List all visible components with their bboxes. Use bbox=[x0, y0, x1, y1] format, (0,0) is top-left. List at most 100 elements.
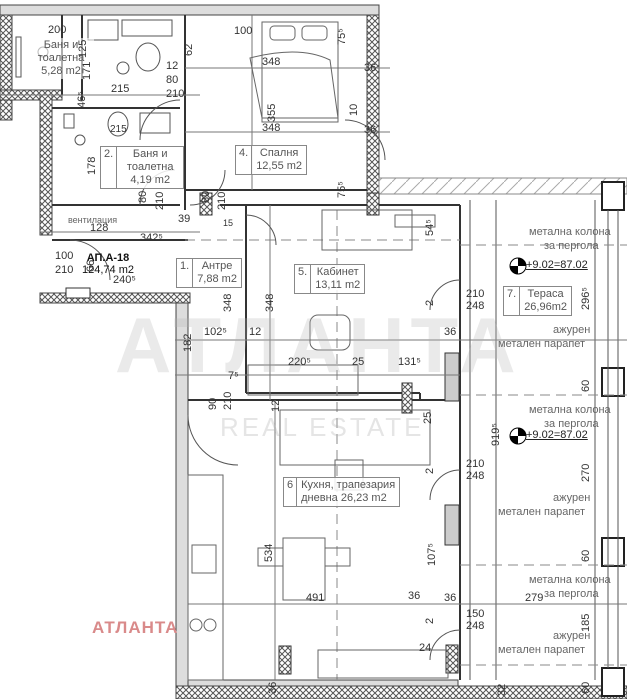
dim-label: 296⁵ bbox=[580, 287, 592, 310]
dim-label: 210 bbox=[466, 288, 485, 300]
dim-label: 210 bbox=[166, 88, 185, 100]
dim-label: 32 bbox=[496, 683, 508, 696]
dim-label: 248 bbox=[466, 470, 485, 482]
dim-label: 12 bbox=[166, 60, 179, 72]
note-metal-column-3: метална колона bbox=[529, 574, 611, 586]
dim-label: 102⁵ bbox=[204, 326, 227, 338]
note-parapet-metal-3: метален парапет bbox=[498, 644, 586, 656]
dim-label: 46⁵ bbox=[76, 91, 88, 108]
dim-label: 150 bbox=[466, 608, 485, 620]
dim-label: 270 bbox=[580, 463, 592, 482]
level-label-1: +9.02=87.02 bbox=[526, 259, 588, 271]
dim-label: 171 bbox=[81, 61, 93, 80]
dim-label: 248 bbox=[466, 300, 485, 312]
note-pergola-3: за пергола bbox=[544, 588, 599, 600]
note-parapet-3: ажурен bbox=[553, 630, 591, 642]
dim-label: 178 bbox=[86, 156, 98, 175]
dim-label: 36 bbox=[444, 592, 457, 604]
dim-label: 10 bbox=[348, 103, 360, 116]
dim-label: 66 bbox=[85, 259, 97, 272]
dim-label: 185 bbox=[580, 613, 592, 632]
dim-label: 125 bbox=[77, 39, 89, 58]
exterior-walls bbox=[0, 4, 627, 699]
note-metal-column-2: метална колона bbox=[529, 404, 611, 416]
dim-label: 348 bbox=[262, 56, 281, 68]
bed-furniture bbox=[249, 21, 339, 123]
dim-label: 491 bbox=[306, 592, 325, 604]
dim-label: 36 bbox=[408, 590, 421, 602]
dim-label: 25 bbox=[352, 356, 365, 368]
note-pergola-2: за пергола bbox=[544, 418, 599, 430]
dim-label: 182 bbox=[182, 333, 194, 352]
dim-label: 36 bbox=[364, 124, 377, 136]
dim-label: 279 bbox=[525, 592, 544, 604]
dim-label: 210 bbox=[466, 458, 485, 470]
dim-label: 36 bbox=[364, 62, 377, 74]
dim-label: 12 bbox=[249, 326, 262, 338]
dim-label: 215 bbox=[111, 83, 130, 95]
dim-label: 36 bbox=[267, 681, 279, 694]
dim-label: 100 bbox=[234, 25, 253, 37]
living-furniture bbox=[187, 409, 449, 681]
dim-label: 210 bbox=[222, 391, 234, 410]
dim-label: 534 bbox=[263, 543, 275, 562]
brand-logo: АТЛАНТА bbox=[92, 618, 179, 637]
dim-label: 128 bbox=[90, 222, 109, 234]
note-ventilation: вентилация bbox=[68, 215, 118, 225]
dim-label: 100 bbox=[55, 250, 74, 262]
watermark-subtitle: REAL ESTATE bbox=[220, 412, 425, 442]
note-metal-column-1: метална колона bbox=[529, 226, 611, 238]
level-label-2: +9.02=87.02 bbox=[526, 429, 588, 441]
dim-label: 348 bbox=[262, 122, 281, 134]
dim-label: 25 bbox=[422, 411, 434, 424]
dim-label: 919⁵ bbox=[490, 423, 502, 446]
dim-label: 107⁵ bbox=[426, 543, 438, 566]
dim-label: 62 bbox=[183, 43, 195, 56]
dim-label: 75⁵ bbox=[336, 181, 348, 198]
dim-label: 210 bbox=[216, 191, 228, 210]
dim-label: 60 bbox=[580, 549, 592, 562]
note-pergola-1: за пергола bbox=[544, 240, 599, 252]
dim-label: 36 bbox=[444, 326, 457, 338]
dim-label: 60 bbox=[580, 681, 592, 694]
level-marker-icon bbox=[509, 257, 527, 445]
note-parapet-1: ажурен bbox=[553, 324, 591, 336]
dim-label: 240⁵ bbox=[113, 274, 136, 286]
dim-label: 210 bbox=[154, 191, 166, 210]
dim-label: 75⁵ bbox=[336, 28, 348, 45]
dim-label: 220⁵ bbox=[288, 356, 311, 368]
note-parapet-metal-1: метален парапет bbox=[498, 338, 586, 350]
dim-label: 15 bbox=[223, 218, 234, 228]
dim-label: 80 bbox=[166, 74, 179, 86]
dim-label: 54⁵ bbox=[424, 219, 436, 236]
dim-label: 2 bbox=[424, 467, 436, 474]
dim-label: 7⁵ bbox=[228, 370, 239, 382]
dim-label: 80 bbox=[200, 190, 212, 203]
dim-label: 39 bbox=[178, 213, 191, 225]
dim-label: 131⁵ bbox=[398, 356, 421, 368]
dim-label: 342⁵ bbox=[140, 232, 163, 244]
terrace-columns bbox=[601, 181, 625, 697]
dim-label: 60 bbox=[580, 379, 592, 392]
dim-label: 348 bbox=[222, 293, 234, 312]
dim-label: 348 bbox=[264, 293, 276, 312]
dim-label: 200 bbox=[48, 24, 67, 36]
dim-label: 2 bbox=[424, 617, 436, 624]
watermark-logo: АТЛАНТА bbox=[115, 301, 522, 389]
dim-label: 90 bbox=[207, 397, 219, 410]
dim-label: 80 bbox=[137, 190, 149, 203]
dim-label: 2 bbox=[424, 299, 436, 306]
office-furniture bbox=[247, 209, 436, 396]
note-parapet-2: ажурен bbox=[553, 492, 591, 504]
dim-label: 355 bbox=[266, 103, 278, 122]
note-parapet-metal-2: метален парапет bbox=[498, 506, 586, 518]
dim-label: 215 bbox=[110, 124, 127, 135]
